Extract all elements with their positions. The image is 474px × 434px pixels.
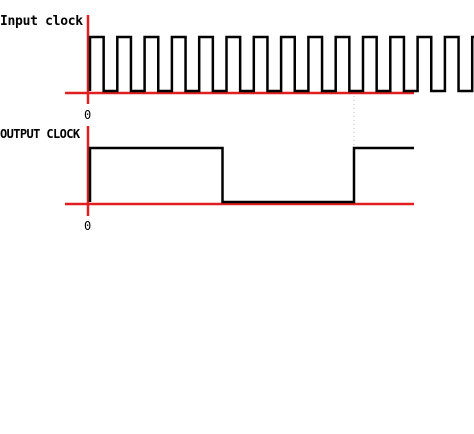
output-origin-label: 0 — [84, 219, 92, 233]
input-clock-waveform — [88, 35, 474, 93]
input-origin-label: 0 — [84, 108, 92, 122]
output-clock-label: OUTPUT CLOCK — [0, 127, 80, 141]
output-clock-waveform — [88, 146, 414, 204]
input-clock-label: Input clock — [0, 14, 83, 29]
